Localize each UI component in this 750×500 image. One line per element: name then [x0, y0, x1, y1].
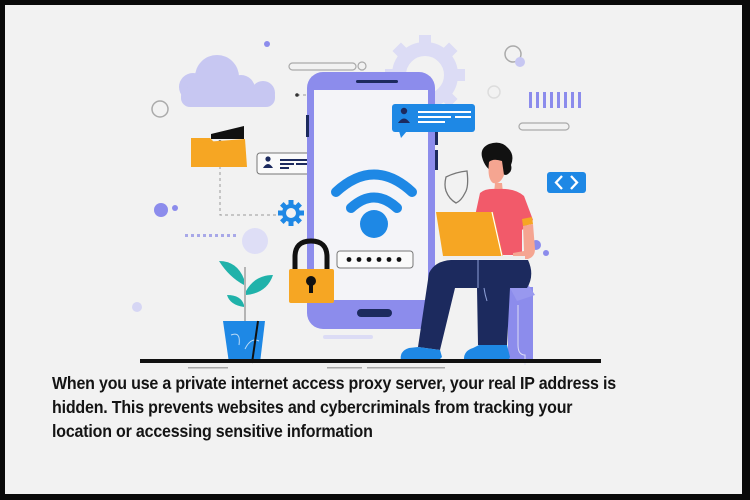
- caption-line-2: hidden. This prevents websites and cyber…: [52, 397, 573, 417]
- user-card-icon: [256, 152, 320, 175]
- decor-ring-icon: [151, 100, 169, 118]
- ground-line-icon: [140, 359, 601, 363]
- password-field-icon: [336, 250, 414, 269]
- folder-icon: [191, 126, 247, 167]
- decor-circle-icon: [242, 228, 268, 254]
- signal-bars-icon: [529, 92, 581, 108]
- gear-icon: [278, 200, 304, 226]
- plant-icon: [219, 261, 273, 364]
- decor-dot-icon: [154, 203, 168, 217]
- shield-icon: [444, 170, 469, 204]
- wifi-icon: [331, 169, 417, 238]
- person-with-laptop-icon: [400, 142, 535, 361]
- caption-line-3: location or accessing sensitive informat…: [52, 421, 373, 441]
- padlock-icon: [289, 238, 334, 303]
- cloud-icon: [179, 55, 275, 107]
- image-canvas: When you use a private internet access p…: [5, 5, 742, 494]
- decor-dot-icon: [264, 41, 270, 47]
- caption-line-1: When you use a private internet access p…: [52, 373, 616, 393]
- chat-bubble-icon: [392, 104, 475, 138]
- dotted-row-icon: [185, 234, 236, 237]
- code-brackets-icon: [547, 172, 586, 193]
- proxy-illustration: [132, 35, 601, 369]
- caption-text: When you use a private internet access p…: [52, 371, 684, 443]
- seat-icon: [508, 280, 535, 365]
